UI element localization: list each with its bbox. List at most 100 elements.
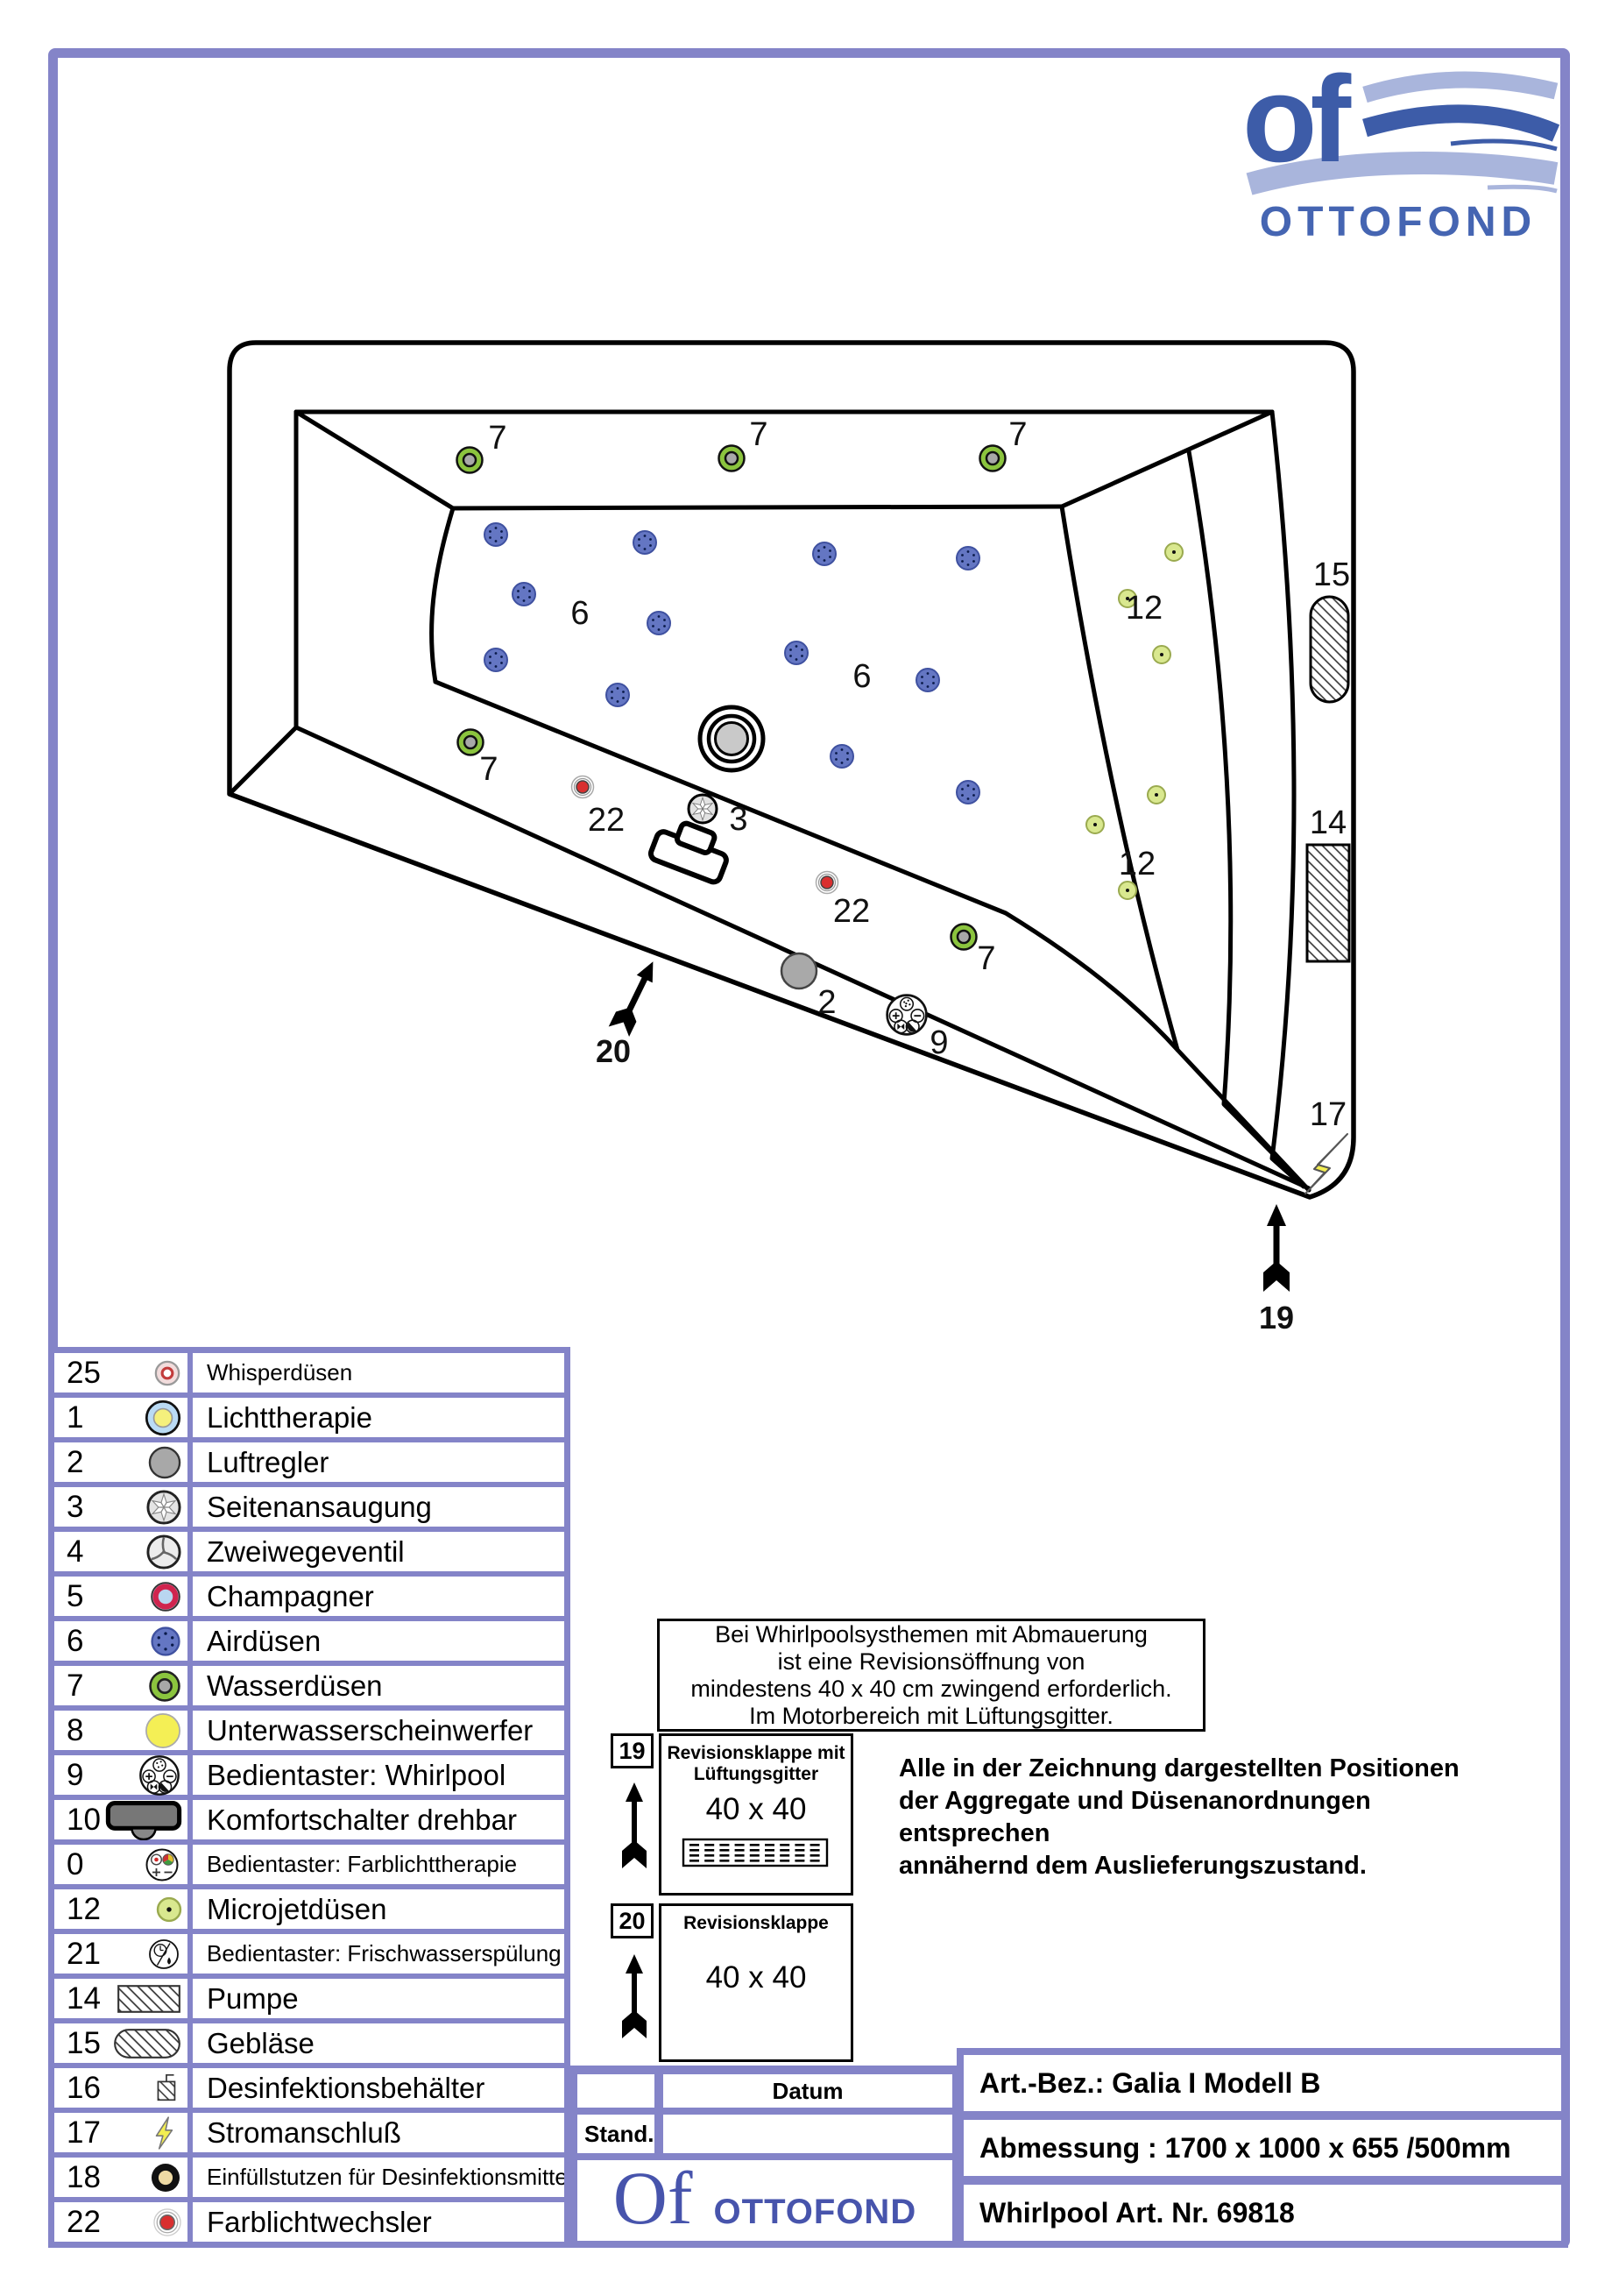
legend-icon <box>149 1580 182 1613</box>
licht-icon <box>145 1400 181 1435</box>
logo-name: OTTOFOND <box>1260 199 1537 245</box>
legend-number: 3 <box>67 1489 84 1524</box>
footer-datum-cell: Datum <box>663 2074 952 2108</box>
bedien21-icon <box>149 1938 179 1969</box>
legend-icon <box>116 1981 182 2016</box>
footer-logo-cell: Of OTTOFOND <box>577 2160 952 2241</box>
seiten-icon <box>146 1489 181 1525</box>
legend-number: 6 <box>67 1623 84 1658</box>
zweiwege-icon <box>146 1534 181 1570</box>
legend-icon <box>149 2161 182 2194</box>
water-jet-icon <box>979 444 1007 472</box>
vent-grille-icon <box>682 1838 829 1867</box>
legend-number: 17 <box>67 2115 101 2150</box>
tub-right-curve-inner <box>1059 504 1180 1052</box>
legend-number-cell: 6 <box>54 1621 187 1661</box>
air-regulator-icon <box>780 952 818 990</box>
legend-number: 12 <box>67 1891 101 1926</box>
einfuell-icon <box>151 2163 180 2192</box>
air-jet-icon <box>484 522 508 547</box>
callout-label: 12 <box>1119 846 1156 882</box>
legend-number: 8 <box>67 1712 84 1747</box>
arrow-19-icon <box>1263 1204 1290 1292</box>
legend-icon <box>152 1358 182 1388</box>
legend-number-cell: 5 <box>54 1577 187 1616</box>
legend-number-cell: 0 <box>54 1845 187 1884</box>
legend-divider <box>187 1979 193 2018</box>
legend-label: Seitenansaugung <box>207 1490 432 1523</box>
legend-icon <box>149 2070 182 2107</box>
water-jet-icon <box>950 923 978 951</box>
legend-number-cell: 12 <box>54 1889 187 1929</box>
legend-number: 4 <box>67 1534 84 1569</box>
callout-label: 7 <box>749 416 767 453</box>
farblicht-icon <box>153 2207 181 2236</box>
callout-label: 14 <box>1310 804 1347 841</box>
legend-number: 0 <box>67 1846 84 1881</box>
tub-fold-right <box>1059 409 1275 509</box>
air-jet-icon <box>812 542 837 566</box>
legend-number-cell: 2 <box>54 1442 187 1482</box>
title-block: Art.-Bez.: Galia I Modell B Abmessung : … <box>957 2048 1568 2248</box>
air-jet-icon <box>784 641 809 665</box>
legend-label: Luftregler <box>207 1445 329 1478</box>
legend-number-cell: 17 <box>54 2113 187 2152</box>
legend-divider <box>187 1398 193 1437</box>
legend-divider <box>187 1889 193 1929</box>
air-jet-icon <box>956 780 980 804</box>
legend-icon <box>152 2207 182 2237</box>
footer-logo-name: OTTOFOND <box>713 2193 917 2231</box>
tub-fold-left <box>293 409 456 511</box>
air-jet-icon <box>633 530 657 555</box>
note-line: mindestens 40 x 40 cm zwingend erforderl… <box>690 1675 1172 1702</box>
legend-label: Microjetdüsen <box>207 1892 387 1925</box>
callout-label: 7 <box>488 420 506 457</box>
legend-divider <box>187 2068 193 2108</box>
unterwasser-icon <box>145 1712 180 1748</box>
callout-label: 7 <box>977 940 995 977</box>
air-icon <box>151 1626 180 1656</box>
legend-icon <box>145 1489 182 1526</box>
legend-divider <box>187 1532 193 1571</box>
legend-label: Gebläse <box>207 2026 315 2059</box>
legend-label: Bedientaster: Farblichttherapie <box>207 1851 518 1877</box>
legend-number: 9 <box>67 1757 84 1792</box>
callout-label: 22 <box>833 893 870 930</box>
callout-label: 6 <box>570 595 589 632</box>
legend-divider <box>187 2023 193 2063</box>
water-jet-icon <box>718 444 746 472</box>
komfort-icon <box>105 1800 182 1840</box>
legend-number-cell: 22 <box>54 2202 187 2242</box>
rev20-arrow-icon <box>622 1954 647 2038</box>
air-jet-icon <box>647 611 671 635</box>
legend-number: 15 <box>67 2025 101 2060</box>
rev19-title: Revisionsklappe mit <box>667 1743 845 1763</box>
legend-number: 10 <box>67 1802 101 1837</box>
rev20-box: Revisionsklappe 40 x 40 <box>659 1903 853 2062</box>
logo-wave-light-top <box>1362 71 1559 103</box>
legend-number: 21 <box>67 1936 101 1971</box>
legend-row-15: 15 Gebläse <box>54 2023 564 2063</box>
whirlpool-button-icon <box>886 994 928 1036</box>
callout-label: 22 <box>588 802 625 839</box>
logo-wave-dark <box>1362 104 1560 142</box>
callout-label: 12 <box>1126 590 1163 627</box>
legend-divider <box>187 1666 193 1705</box>
legend-number-cell: 15 <box>54 2023 187 2063</box>
legend-number-cell: 10 <box>54 1800 187 1840</box>
bedien0-icon <box>145 1848 179 1881</box>
wasser-icon <box>149 1669 180 1702</box>
callout-label: 2 <box>817 984 836 1021</box>
legend-number: 7 <box>67 1668 84 1703</box>
rev19-box: Revisionsklappe mit Lüftungsgitter 40 x … <box>659 1733 853 1896</box>
color-changer-icon <box>815 870 839 895</box>
callout-label: 7 <box>479 751 498 788</box>
microjet-icon <box>1152 645 1171 664</box>
strom-icon <box>155 2115 173 2150</box>
air-jet-icon <box>605 683 630 707</box>
